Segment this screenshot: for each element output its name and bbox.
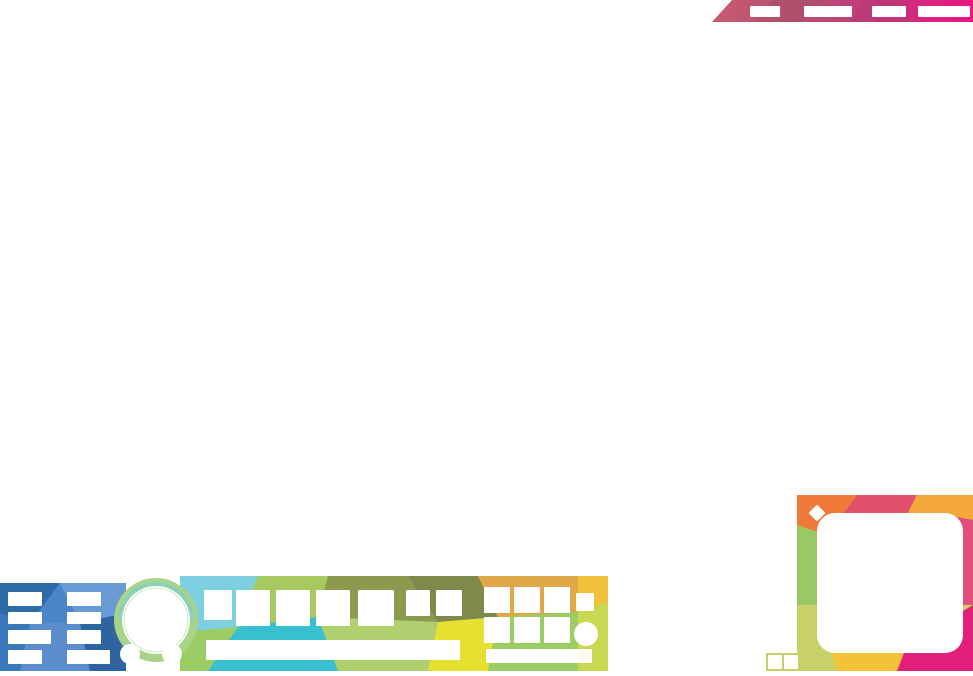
- inventory-slot[interactable]: [514, 587, 540, 613]
- minimap-corner-slot[interactable]: [784, 655, 798, 669]
- portrait-orb-right[interactable]: [162, 644, 182, 664]
- experience-bar: [206, 640, 460, 660]
- stat-slot: [8, 650, 42, 664]
- inventory-slot[interactable]: [514, 617, 540, 643]
- top-menu-bar: [712, 0, 973, 24]
- menu-button-2[interactable]: [804, 6, 852, 17]
- minimap-corner-slots: [766, 653, 802, 671]
- small-slot[interactable]: [406, 590, 430, 616]
- stat-slot: [67, 612, 101, 624]
- skill-slot[interactable]: [204, 590, 232, 620]
- skill-slot[interactable]: [236, 590, 270, 626]
- inventory-panel: [476, 585, 608, 671]
- minimap-frame: [797, 495, 973, 671]
- inventory-round-button[interactable]: [574, 622, 598, 646]
- menu-button-1[interactable]: [750, 6, 780, 17]
- minimap-corner-slot[interactable]: [768, 655, 782, 669]
- skill-slot[interactable]: [276, 590, 310, 626]
- menu-button-3[interactable]: [872, 6, 906, 17]
- stat-slot: [8, 612, 42, 624]
- minimap[interactable]: [817, 513, 963, 653]
- inventory-slot[interactable]: [484, 617, 510, 643]
- stat-slot: [8, 592, 42, 606]
- stat-slot: [67, 630, 101, 644]
- stats-panel: [0, 583, 130, 671]
- stat-slot: [67, 650, 110, 664]
- inventory-bar: [486, 649, 592, 663]
- skill-slot[interactable]: [316, 590, 350, 626]
- inventory-small-slot[interactable]: [576, 593, 594, 611]
- inventory-slot[interactable]: [484, 587, 510, 613]
- portrait-orb-left[interactable]: [120, 644, 140, 664]
- small-slot[interactable]: [436, 590, 462, 616]
- portrait-frame: [126, 590, 186, 650]
- inventory-slot[interactable]: [544, 617, 570, 643]
- menu-button-4[interactable]: [918, 6, 970, 17]
- skill-slot[interactable]: [358, 590, 394, 626]
- stat-slot: [8, 630, 51, 644]
- stat-slot: [67, 592, 101, 606]
- inventory-slot[interactable]: [544, 587, 570, 613]
